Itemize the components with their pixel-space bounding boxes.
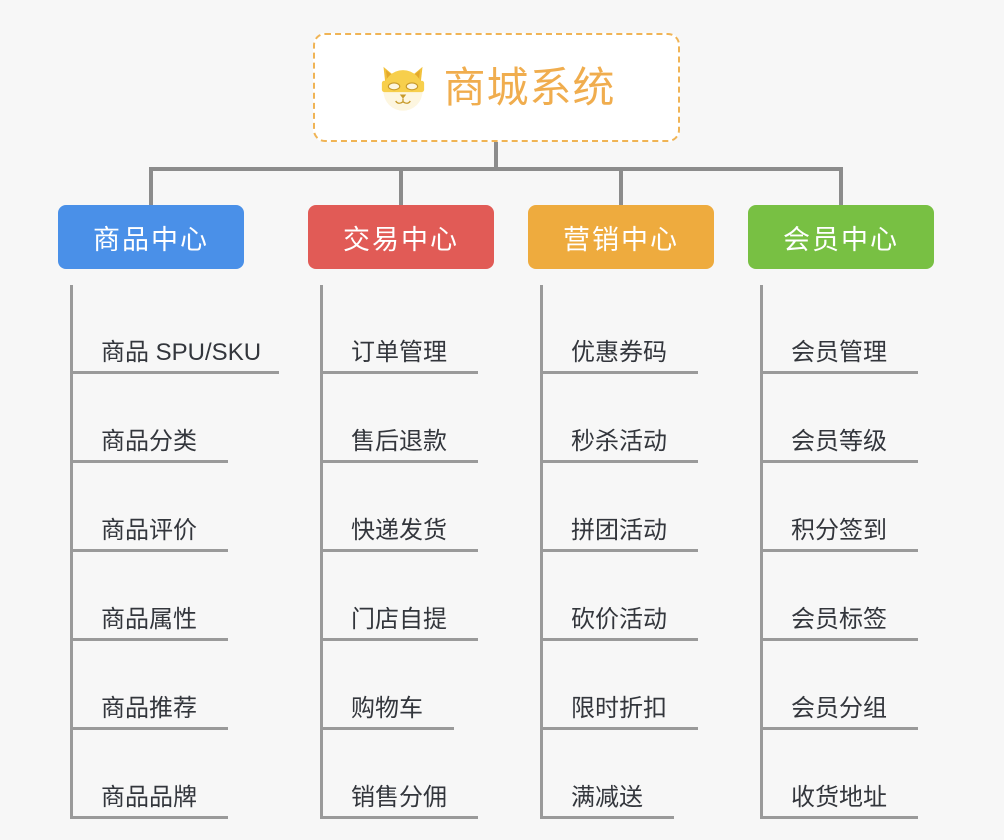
connector-horizontal-bus — [149, 167, 843, 171]
list-item-label: 快递发货 — [351, 516, 447, 544]
list-item-label: 商品属性 — [101, 605, 197, 633]
leaf-underline — [323, 638, 478, 641]
list-item-label: 砍价活动 — [571, 605, 667, 633]
leaf-underline — [763, 638, 918, 641]
list-item-label: 订单管理 — [351, 338, 447, 366]
list-item-label: 商品分类 — [101, 427, 197, 455]
leaf-list-trade-center: 订单管理 售后退款 快递发货 门店自提 购物车 销售分佣 — [320, 285, 494, 819]
list-item-label: 商品评价 — [101, 516, 197, 544]
list-item[interactable]: 拼团活动 — [543, 463, 714, 552]
connector-root-stem — [494, 142, 498, 171]
branch-column-marketing-center: 营销中心 优惠券码 秒杀活动 拼团活动 砍价活动 限时折扣 — [528, 205, 714, 819]
leaf-underline — [543, 460, 698, 463]
leaf-underline — [543, 638, 698, 641]
list-item-label: 会员管理 — [791, 338, 887, 366]
list-item[interactable]: 订单管理 — [323, 285, 494, 374]
list-item[interactable]: 限时折扣 — [543, 641, 714, 730]
list-item-label: 商品推荐 — [101, 694, 197, 722]
list-item-label: 购物车 — [351, 694, 423, 722]
list-item-label: 积分签到 — [791, 516, 887, 544]
leaf-underline — [73, 460, 228, 463]
leaf-underline — [543, 549, 698, 552]
branch-column-trade-center: 交易中心 订单管理 售后退款 快递发货 门店自提 购物车 — [308, 205, 494, 819]
connector-drop-col-2 — [399, 167, 403, 205]
leaf-underline — [543, 371, 698, 374]
list-item[interactable]: 会员等级 — [763, 374, 934, 463]
list-item-label: 满减送 — [571, 783, 643, 811]
root-title: 商城系统 — [443, 63, 616, 111]
list-item[interactable]: 门店自提 — [323, 552, 494, 641]
leaf-underline — [763, 371, 918, 374]
leaf-underline — [763, 727, 918, 730]
leaf-underline — [323, 549, 478, 552]
connector-drop-col-1 — [149, 167, 153, 205]
leaf-underline — [763, 549, 918, 552]
category-title: 会员中心 — [783, 224, 899, 255]
category-header-marketing-center[interactable]: 营销中心 — [528, 205, 714, 269]
branch-column-product-center: 商品中心 商品 SPU/SKU 商品分类 商品评价 商品属性 商品推荐 — [58, 205, 279, 819]
leaf-underline — [73, 549, 228, 552]
leaf-underline — [543, 816, 674, 819]
leaf-list-product-center: 商品 SPU/SKU 商品分类 商品评价 商品属性 商品推荐 商品品牌 — [70, 285, 279, 819]
leaf-underline — [73, 638, 228, 641]
list-item[interactable]: 会员分组 — [763, 641, 934, 730]
list-item[interactable]: 售后退款 — [323, 374, 494, 463]
list-item-label: 销售分佣 — [351, 783, 447, 811]
category-title: 营销中心 — [563, 224, 679, 255]
category-title: 商品中心 — [93, 224, 209, 255]
category-header-member-center[interactable]: 会员中心 — [748, 205, 934, 269]
leaf-underline — [73, 371, 279, 374]
connector-drop-col-3 — [619, 167, 623, 205]
branch-column-member-center: 会员中心 会员管理 会员等级 积分签到 会员标签 会员分组 — [748, 205, 934, 819]
list-item-label: 商品品牌 — [101, 783, 197, 811]
list-item[interactable]: 会员标签 — [763, 552, 934, 641]
list-item[interactable]: 砍价活动 — [543, 552, 714, 641]
list-item[interactable]: 收货地址 — [763, 730, 934, 819]
category-header-trade-center[interactable]: 交易中心 — [308, 205, 494, 269]
list-item-label: 售后退款 — [351, 427, 447, 455]
leaf-underline — [323, 371, 478, 374]
list-item-label: 限时折扣 — [571, 694, 667, 722]
leaf-underline — [73, 816, 228, 819]
list-item[interactable]: 购物车 — [323, 641, 494, 730]
list-item[interactable]: 商品分类 — [73, 374, 244, 463]
list-item-label: 优惠券码 — [571, 338, 667, 366]
list-item[interactable]: 商品属性 — [73, 552, 244, 641]
list-item-label: 门店自提 — [351, 605, 447, 633]
category-title: 交易中心 — [343, 224, 459, 255]
leaf-underline — [323, 727, 454, 730]
list-item-label: 会员标签 — [791, 605, 887, 633]
leaf-underline — [763, 460, 918, 463]
list-item[interactable]: 商品推荐 — [73, 641, 244, 730]
leaf-underline — [763, 816, 918, 819]
connector-drop-col-4 — [839, 167, 843, 205]
list-item[interactable]: 优惠券码 — [543, 285, 714, 374]
list-item[interactable]: 快递发货 — [323, 463, 494, 552]
list-item-label: 拼团活动 — [571, 516, 667, 544]
list-item[interactable]: 会员管理 — [763, 285, 934, 374]
list-item[interactable]: 商品 SPU/SKU — [73, 285, 279, 374]
leaf-underline — [73, 727, 228, 730]
category-header-product-center[interactable]: 商品中心 — [58, 205, 244, 269]
list-item[interactable]: 满减送 — [543, 730, 714, 819]
list-item-label: 会员分组 — [791, 694, 887, 722]
list-item-label: 会员等级 — [791, 427, 887, 455]
leaf-underline — [323, 460, 478, 463]
list-item[interactable]: 积分签到 — [763, 463, 934, 552]
list-item[interactable]: 商品品牌 — [73, 730, 244, 819]
shiba-dog-face-icon — [382, 66, 425, 111]
list-item[interactable]: 商品评价 — [73, 463, 244, 552]
list-item-label: 秒杀活动 — [571, 427, 667, 455]
root-node-mall-system[interactable]: 商城系统 — [313, 33, 680, 142]
list-item[interactable]: 销售分佣 — [323, 730, 494, 819]
leaf-underline — [543, 727, 698, 730]
leaf-underline — [323, 816, 478, 819]
leaf-list-member-center: 会员管理 会员等级 积分签到 会员标签 会员分组 收货地址 — [760, 285, 934, 819]
leaf-list-marketing-center: 优惠券码 秒杀活动 拼团活动 砍价活动 限时折扣 满减送 — [540, 285, 714, 819]
list-item-label: 商品 SPU/SKU — [101, 338, 262, 366]
list-item-label: 收货地址 — [791, 783, 887, 811]
list-item[interactable]: 秒杀活动 — [543, 374, 714, 463]
